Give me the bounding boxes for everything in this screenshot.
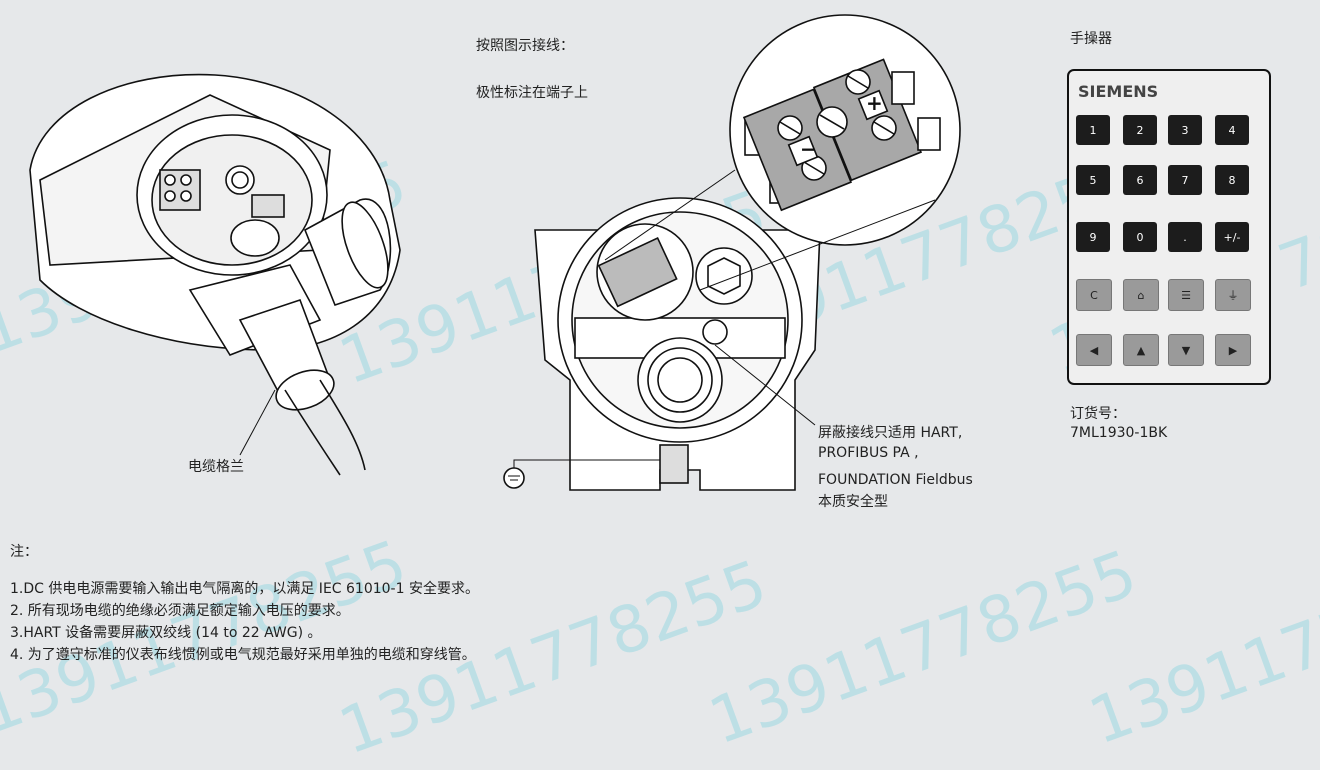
note-item-3: 3.HART 设备需要屏蔽双绞线 (14 to 22 AWG) 。 xyxy=(10,625,322,641)
shield-note-3: FOUNDATION Fieldbus xyxy=(818,472,973,488)
key-9[interactable]: 9 xyxy=(1076,222,1110,252)
notes-heading: 注： xyxy=(10,544,38,560)
plus-sign: + xyxy=(866,91,883,115)
key-3[interactable]: 3 xyxy=(1168,115,1202,145)
ground-symbol xyxy=(503,467,525,489)
home-icon[interactable]: ⌂ xyxy=(1123,279,1159,311)
cable xyxy=(284,379,366,476)
key-4[interactable]: 4 xyxy=(1215,115,1249,145)
arrow-down-icon[interactable]: ▼ xyxy=(1168,334,1204,366)
ground-terminal xyxy=(659,444,689,484)
handheld-title: 手操器 xyxy=(1070,31,1112,47)
key-dot[interactable]: . xyxy=(1168,222,1202,252)
key-8[interactable]: 8 xyxy=(1215,165,1249,195)
minus-sign: − xyxy=(800,137,817,161)
cable-gland-label: 电缆格兰 xyxy=(188,459,244,475)
shield-note-4: 本质安全型 xyxy=(818,494,888,510)
ground-key-icon[interactable]: ⏚ xyxy=(1215,279,1251,311)
key-5[interactable]: 5 xyxy=(1076,165,1110,195)
note-item-4: 4. 为了遵守标准的仪表布线惯例或电气规范最好采用单独的电缆和穿线管。 xyxy=(10,647,476,663)
key-7[interactable]: 7 xyxy=(1168,165,1202,195)
shield-note-1: 屏蔽接线只适用 HART, xyxy=(818,425,963,441)
note-item-1: 1.DC 供电电源需要输入输出电气隔离的，以满足 IEC 61010-1 安全要… xyxy=(10,581,479,597)
menu-icon[interactable]: ☰ xyxy=(1168,279,1204,311)
key-2[interactable]: 2 xyxy=(1123,115,1157,145)
order-number-label: 订货号： xyxy=(1070,406,1126,422)
arrow-right-icon[interactable]: ▶ xyxy=(1215,334,1251,366)
key-0[interactable]: 0 xyxy=(1123,222,1157,252)
terminal-block-center xyxy=(597,237,678,308)
note-item-2: 2. 所有现场电缆的绝缘必须满足额定输入电压的要求。 xyxy=(10,603,350,619)
brand-label: SIEMENS xyxy=(1078,82,1159,101)
key-1[interactable]: 1 xyxy=(1076,115,1110,145)
key-plusminus[interactable]: +/- xyxy=(1215,222,1249,252)
key-clear[interactable]: C xyxy=(1076,279,1112,311)
arrow-left-icon[interactable]: ◀ xyxy=(1076,334,1112,366)
order-number-value: 7ML1930-1BK xyxy=(1070,425,1168,441)
shield-note-2: PROFIBUS PA , xyxy=(818,445,919,461)
arrow-up-icon[interactable]: ▲ xyxy=(1123,334,1159,366)
wiring-title: 按照图示接线： xyxy=(476,38,574,54)
polarity-note: 极性标注在端子上 xyxy=(476,85,588,101)
key-6[interactable]: 6 xyxy=(1123,165,1157,195)
